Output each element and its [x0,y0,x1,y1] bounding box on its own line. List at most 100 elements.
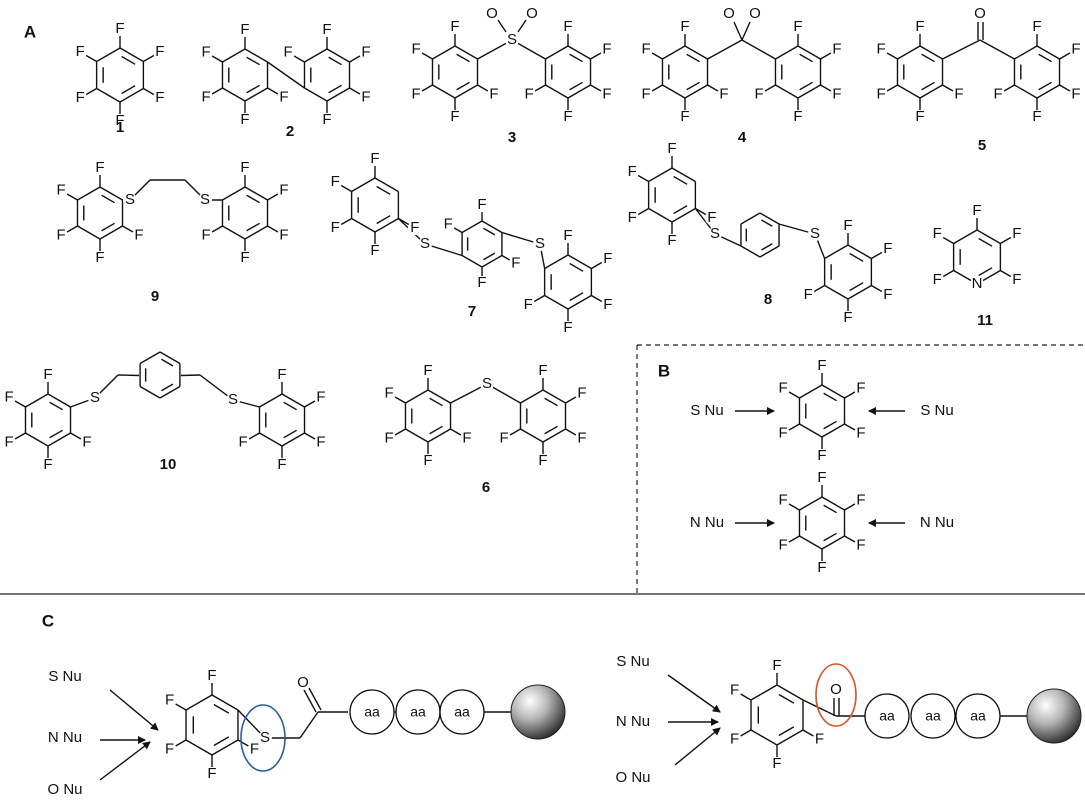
ring-bond [432,45,456,60]
atom-mask [475,276,489,290]
ring-double-bond [376,215,391,225]
biaryl-bond [267,61,305,89]
amino-acid-label: aa [879,708,895,724]
ring-double-bond [1038,53,1052,63]
atom-mask [678,20,692,34]
ring-bond [281,432,305,447]
ring-bond [821,496,845,511]
atom-mask [930,273,945,287]
fluorine-atom: F [933,225,942,242]
ring-bond [847,244,872,260]
atom-mask [441,217,456,232]
bonds-layer [0,19,1085,781]
n-o-bond [741,21,751,41]
atom-mask [276,90,291,105]
c-f-bond [420,51,433,60]
ring-bond [544,254,569,270]
fluorine-atom: F [277,366,286,383]
c-f-bond [420,84,433,93]
fluorine-atom: F [76,43,85,60]
c-f-bond [143,87,155,96]
atom-mask [815,359,829,373]
amino-acid-label: aa [925,708,941,724]
ring-bond [799,496,823,511]
atom-mask [973,7,987,21]
ring-double-bond [328,84,342,94]
c-f-bond [267,192,280,201]
atom-mask [665,142,679,156]
fluorine-atom: F [361,43,370,60]
ring-double-bond [456,53,470,63]
ring-bond [244,186,268,201]
ring-bond [797,84,821,99]
atom-mask [829,42,844,57]
atom-mask [561,110,575,124]
c-f-bond [885,84,898,93]
ring-bond [405,389,429,404]
ring-bond [405,428,429,443]
atom-mask [54,183,69,198]
ring-bond [776,729,804,746]
ring-bond [648,167,673,183]
fluorine-atom: F [201,226,210,243]
resin-bead [1026,688,1082,744]
fluorine-atom: F [240,249,249,266]
atom-mask [320,113,334,127]
c-f-bond [590,84,603,93]
ch2-bond [180,374,201,377]
ring-bond [919,45,943,60]
fluorine-atom: F [778,424,787,441]
fluorine-atom: F [450,18,459,35]
amino-acid-bead [910,693,956,739]
c-f-bond [393,395,406,404]
ring-bond [244,48,268,63]
carbonyl-bond [299,711,319,739]
fluorine-atom: F [707,209,716,226]
ring-bond [799,535,823,550]
atom-mask [600,252,615,266]
c-f-bond [650,51,663,60]
ring-bond [750,729,778,746]
atom-mask [238,251,252,265]
nucleophile-label: S Nu [48,668,81,685]
fluorine-atom: F [316,433,325,450]
fluorine-atom: F [680,18,689,35]
atom-mask [722,7,736,21]
s-o-bond [497,19,507,33]
fluorine-atom: F [563,319,572,336]
fluorine-atom: F [115,112,124,129]
fluorine-atom: F [804,286,813,303]
fluorine-atom: F [793,108,802,125]
fluorine-atom: F [489,85,498,102]
atom-mask [770,757,784,771]
atom-mask [275,458,289,472]
atom-mask [801,288,816,302]
ring-bond [542,428,566,443]
ring-bond [454,84,478,99]
ring-bond [304,48,328,63]
c-o-bond [303,689,317,713]
ring-double-bond [978,267,993,277]
ring-bond [520,428,544,443]
ring-double-bond [121,85,136,95]
ring-bond [99,225,123,240]
fluorine-atom: F [477,274,486,291]
atom-mask [199,90,214,105]
fluorine-atom: F [524,296,533,313]
fluorine-atom: F [538,452,547,469]
ring-double-bond [49,401,63,411]
ring-bond [244,87,268,102]
ring-bond [351,177,376,193]
c-f-bond [1002,84,1015,93]
fluorine-atom: F [563,18,572,35]
bridge-oxygen: O [749,5,761,22]
atom-mask [521,298,536,312]
ring-bond [427,428,451,443]
ring-bond [461,254,483,268]
ring-double-bond [283,429,297,439]
c-f-bond [820,84,833,93]
ring-double-bond [799,53,813,63]
c-f-bond [237,739,250,748]
atom-mask [536,454,550,468]
c-f-bond [349,87,362,96]
